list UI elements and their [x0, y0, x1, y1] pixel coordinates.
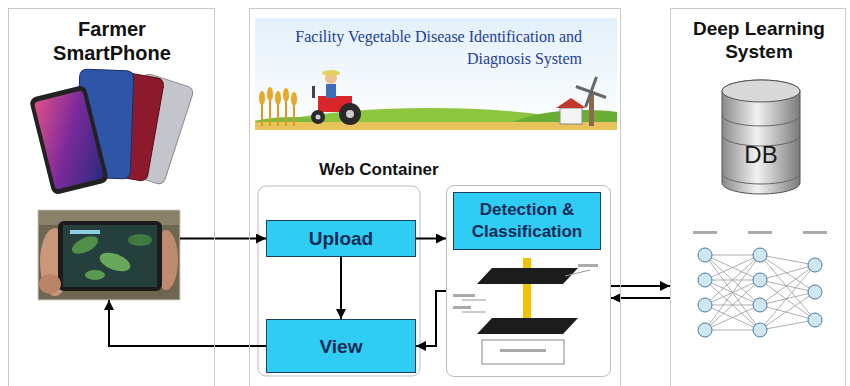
- box-label: Upload: [309, 227, 373, 250]
- phone-photo: [70, 230, 100, 234]
- panel-heading: Deep Learning System: [684, 17, 834, 63]
- banner-picture: [312, 86, 315, 98]
- database-top: [722, 80, 800, 102]
- phone-photo: [69, 233, 100, 258]
- database-cylinder: DB: [721, 79, 801, 195]
- neural-network-picture: [808, 258, 822, 272]
- detection-picture: [477, 318, 578, 334]
- text-holder: Facility Vegetable Disease Identificatio…: [262, 26, 582, 70]
- text-holder: View: [320, 335, 363, 358]
- banner-picture: [311, 110, 325, 124]
- phone-photo: [38, 210, 180, 300]
- connector-arrow: [109, 300, 266, 346]
- banner-picture: [560, 108, 582, 124]
- detection-picture: [578, 264, 598, 267]
- neural-network-picture: [698, 248, 712, 262]
- banner-picture: [291, 92, 297, 106]
- database-ring: [722, 115, 800, 126]
- detection-picture: [477, 268, 578, 284]
- detection-picture: [500, 349, 546, 352]
- process-box: View: [266, 319, 416, 373]
- module-label: Detection & Classification: [454, 199, 600, 243]
- container-heading: Web Container: [319, 159, 519, 181]
- neural-network-picture: [693, 231, 827, 337]
- smartphones-picture: [29, 84, 109, 195]
- banner-title: Facility Vegetable Disease Identificatio…: [262, 26, 582, 70]
- phone-photo: [38, 210, 180, 300]
- detection-picture: [453, 294, 475, 297]
- detection-picture: [565, 270, 590, 276]
- detection-picture: [453, 258, 598, 364]
- box-label: View: [320, 335, 363, 358]
- banner-picture: [339, 103, 361, 125]
- banner-picture: [570, 71, 611, 112]
- neural-network-picture: [808, 285, 822, 299]
- label-box: Detection & Classification: [453, 192, 601, 250]
- text-holder: Deep Learning System: [684, 17, 834, 63]
- connector-arrow: [416, 291, 446, 346]
- banner-picture: [316, 115, 321, 120]
- detection-picture: [482, 340, 564, 364]
- database-outline: [721, 79, 801, 195]
- neural-network-picture: [803, 231, 827, 234]
- neural-network-picture: [698, 298, 712, 312]
- neural-network-picture: [698, 273, 712, 287]
- phone-photo: [39, 274, 61, 294]
- process-box: Upload: [266, 220, 416, 257]
- smartphones-picture: [34, 90, 104, 189]
- detection-picture: [524, 284, 530, 318]
- connector-arrow: [180, 238, 266, 240]
- banner-picture: [322, 70, 340, 76]
- database-label: DB: [744, 140, 777, 169]
- neural-network-picture: [698, 323, 712, 337]
- module-box: Detection & Classification: [446, 185, 611, 377]
- neural-network-picture: [753, 298, 767, 312]
- neural-network-picture: [760, 255, 815, 330]
- banner-picture: [556, 98, 586, 108]
- database-ring: [722, 173, 800, 184]
- panel: Farmer SmartPhone: [8, 8, 215, 386]
- phone-photo: [128, 234, 152, 246]
- banner-picture: [255, 108, 617, 130]
- connector-arrow: [611, 285, 670, 287]
- phone-photo: [85, 270, 105, 280]
- phone-photo: [63, 225, 157, 287]
- text-holder: Farmer SmartPhone: [42, 17, 182, 65]
- connector-arrow: [416, 238, 446, 240]
- neural-network-picture: [693, 231, 717, 234]
- panel-heading: Farmer SmartPhone: [42, 17, 182, 65]
- neural-network-picture: [748, 231, 772, 234]
- text-holder: Web Container: [319, 159, 519, 181]
- connector-arrow: [611, 297, 670, 299]
- banner-picture: [259, 91, 265, 105]
- banner-picture: [283, 88, 289, 102]
- database-outline: [722, 80, 800, 194]
- detection-picture: [453, 306, 471, 309]
- neural-network-picture: [753, 273, 767, 287]
- smartphones-picture: [29, 69, 195, 195]
- neural-network-picture: [705, 255, 760, 330]
- panel: Facility Vegetable Disease Identificatio…: [249, 8, 621, 386]
- panel: Deep Learning SystemDB: [670, 8, 846, 386]
- banner-picture: [255, 18, 617, 130]
- banner-picture: [326, 84, 336, 98]
- text-holder: DB: [721, 137, 801, 171]
- banner-picture: [267, 87, 273, 101]
- banner-picture: [275, 91, 281, 105]
- phone-photo: [58, 221, 162, 291]
- phone-photo: [97, 249, 133, 275]
- container-outline: [258, 186, 420, 376]
- text-holder: Upload: [309, 227, 373, 250]
- neural-network-picture: [698, 248, 822, 337]
- detection-picture: [462, 312, 486, 313]
- neural-network-picture: [753, 323, 767, 337]
- banner-picture: [346, 110, 354, 118]
- neural-network-picture: [753, 248, 767, 262]
- detection-picture: [462, 300, 486, 301]
- neural-network-picture: [808, 313, 822, 327]
- connector-arrow: [340, 257, 342, 319]
- banner-picture: [259, 87, 297, 106]
